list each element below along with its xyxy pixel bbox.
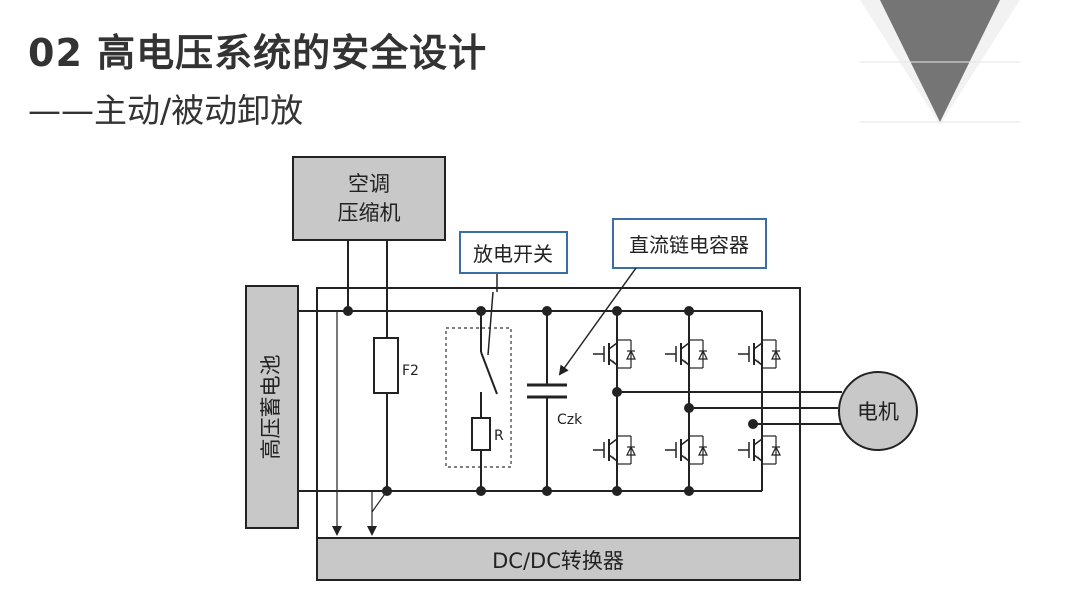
page-subtitle: ——主动/被动卸放 xyxy=(28,91,304,130)
discharge-switch-label: 放电开关 xyxy=(473,242,553,266)
resistor-r xyxy=(471,417,491,451)
ac-compressor-box xyxy=(292,156,446,241)
fuse-f2 xyxy=(373,337,399,394)
decorative-triangle-icon xyxy=(860,0,1020,125)
dc-link-capacitor-label: 直流链电容器 xyxy=(629,233,749,257)
ac-compressor-label-2: 压缩机 xyxy=(338,201,401,225)
ac-compressor-label-1: 空调 xyxy=(348,172,390,196)
discharge-switch-callout xyxy=(459,231,568,274)
motor-label: 电机 xyxy=(857,400,899,424)
hv-battery-box xyxy=(245,285,299,529)
dc-link-capacitor-callout xyxy=(612,218,767,269)
dcdc-converter-box xyxy=(316,537,801,581)
page-title: 02 高电压系统的安全设计 xyxy=(28,31,488,75)
motor-circle xyxy=(838,371,918,451)
hv-battery-label: 高压蓄电池 xyxy=(259,355,283,460)
capacitor-label: Czk xyxy=(557,412,583,428)
dcdc-converter-label: DC/DC转换器 xyxy=(492,549,624,573)
resistor-label: R xyxy=(494,428,504,444)
fuse-label: F2 xyxy=(402,363,419,379)
